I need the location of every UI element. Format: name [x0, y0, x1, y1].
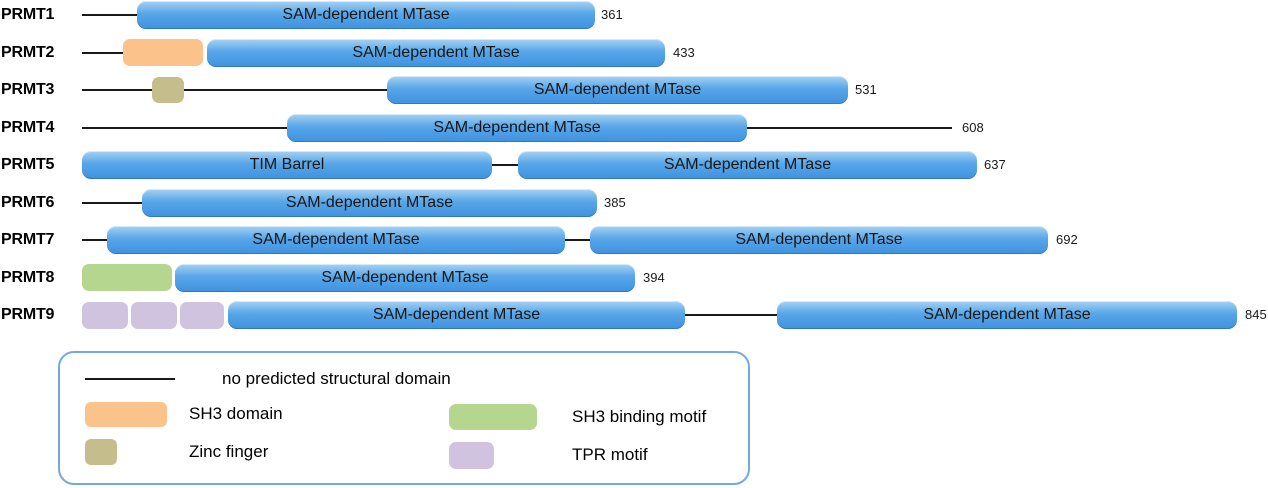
domain-label: SAM-dependent MTase — [285, 193, 454, 211]
domain-sam-mtase: SAM-dependent MTase — [137, 1, 595, 29]
length-label: 531 — [855, 82, 877, 97]
protein-label: PRMT1 — [1, 6, 55, 23]
domain-sam-mtase: SAM-dependent MTase — [207, 38, 665, 67]
legend-label-zinc: Zinc finger — [189, 442, 269, 461]
sh3-domain-swatch — [85, 402, 167, 427]
length-label: 692 — [1056, 232, 1078, 247]
domain-sam-mtase: SAM-dependent MTase — [175, 263, 635, 292]
domain-label: SAM-dependent MTase — [663, 156, 832, 173]
linker-line — [184, 89, 387, 91]
legend-label-sh3bind: SH3 binding motif — [572, 407, 707, 426]
legend-label-tpr: TPR motif — [572, 445, 648, 464]
protein-label: PRMT4 — [1, 118, 55, 136]
linker-line — [82, 126, 287, 129]
domain-label: SAM-dependent MTase — [282, 6, 450, 23]
length-label: 361 — [601, 7, 623, 22]
domain-zinc-finger — [152, 77, 184, 103]
domain-sam-mtase: SAM-dependent MTase — [777, 301, 1237, 329]
protein-label: PRMT2 — [1, 43, 55, 61]
domain-label: SAM-dependent MTase — [372, 306, 541, 323]
tpr-motif-swatch — [449, 442, 494, 469]
domain-sam-mtase: SAM-dependent MTase — [590, 226, 1048, 254]
legend-label-no-domain: no predicted structural domain — [222, 369, 451, 388]
domain-tpr-motif — [82, 301, 128, 329]
domain-tpr-motif — [131, 301, 177, 329]
linker-line — [565, 239, 590, 241]
domain-label: SAM-dependent MTase — [735, 231, 903, 248]
domain-tim-barrel: TIM Barrel — [82, 151, 492, 179]
domain-sh3-binding-motif — [82, 264, 172, 291]
domain-label: SAM-dependent MTase — [433, 118, 601, 136]
domain-sam-mtase: SAM-dependent MTase — [387, 76, 848, 104]
domain-label: SAM-dependent MTase — [352, 43, 520, 61]
legend-label-sh3: SH3 domain — [189, 404, 283, 423]
domain-label: SAM-dependent MTase — [533, 81, 702, 98]
length-label: 637 — [984, 157, 1006, 172]
linker-line — [82, 51, 123, 54]
length-label: 385 — [604, 194, 626, 210]
linker-line — [492, 164, 518, 166]
no-domain-line-swatch — [85, 378, 175, 380]
domain-sam-mtase: SAM-dependent MTase — [518, 151, 977, 179]
domain-label: SAM-dependent MTase — [923, 306, 1091, 323]
length-label: 433 — [673, 44, 695, 60]
linker-line — [82, 239, 107, 241]
linker-line — [685, 314, 777, 316]
zinc-finger-swatch — [85, 439, 117, 465]
domain-label: TIM Barrel — [249, 156, 325, 173]
domain-label: SAM-dependent MTase — [321, 268, 489, 286]
length-label: 845 — [1245, 307, 1267, 322]
length-label: 608 — [962, 119, 984, 135]
protein-label: PRMT5 — [1, 156, 55, 173]
domain-sam-mtase: SAM-dependent MTase — [287, 113, 747, 142]
protein-label: PRMT9 — [1, 306, 55, 323]
domain-label: SAM-dependent MTase — [252, 231, 420, 248]
domain-tpr-motif — [180, 301, 224, 329]
linker-line — [82, 89, 152, 91]
domain-sh3 — [123, 39, 203, 66]
protein-label: PRMT8 — [1, 268, 55, 286]
protein-label: PRMT3 — [1, 81, 55, 98]
sh3-binding-motif-swatch — [449, 404, 537, 430]
legend-box: no predicted structural domain SH3 domai… — [58, 351, 750, 485]
linker-line — [747, 126, 952, 129]
linker-line — [82, 201, 142, 204]
protein-label: PRMT6 — [1, 193, 55, 211]
domain-sam-mtase: SAM-dependent MTase — [142, 188, 597, 217]
domain-sam-mtase: SAM-dependent MTase — [228, 301, 685, 329]
domain-sam-mtase: SAM-dependent MTase — [107, 226, 565, 254]
protein-label: PRMT7 — [1, 231, 55, 248]
linker-line — [82, 14, 137, 16]
length-label: 394 — [643, 269, 665, 285]
